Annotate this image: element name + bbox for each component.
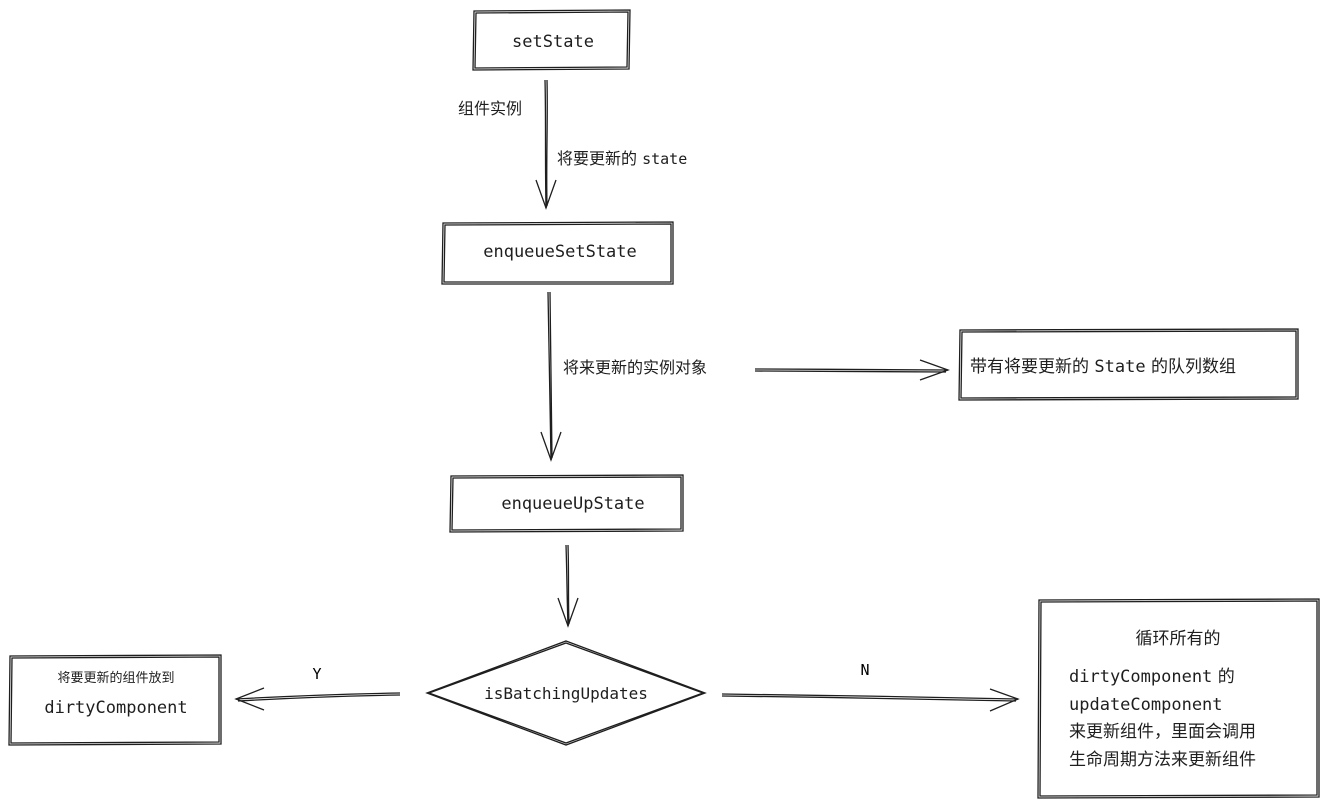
node-update-line2-code: dirtyComponent xyxy=(1069,667,1212,687)
node-update-line3: updateComponent xyxy=(1069,695,1223,715)
node-enqueue-set-state-label: enqueueSetState xyxy=(483,242,637,262)
arrow-enqueue-set-state-to-up-state xyxy=(540,291,562,462)
arrow-no xyxy=(721,688,1020,712)
arrow-set-state-to-enqueue xyxy=(535,79,557,210)
edge-label-instance: 组件实例 xyxy=(458,99,522,118)
node-set-state[interactable]: setState xyxy=(472,9,631,71)
state-queue-prefix: 带有将要更新的 xyxy=(970,357,1094,377)
node-dirty-component-line2: dirtyComponent xyxy=(44,698,187,718)
edge-label-state: 将要更新的 state xyxy=(557,149,687,168)
node-update-line5: 生命周期方法来更新组件 xyxy=(1069,750,1256,770)
node-enqueue-up-state-label: enqueueUpState xyxy=(501,494,644,514)
node-enqueue-up-state[interactable]: enqueueUpState xyxy=(449,474,684,533)
node-is-batching-updates[interactable]: isBatchingUpdates xyxy=(425,640,707,746)
state-queue-code: State xyxy=(1094,357,1145,377)
edge-label-instance-object: 将来更新的实例对象 xyxy=(563,358,707,377)
edge-label-yes: Y xyxy=(312,665,321,683)
node-update-component[interactable]: 循环所有的 dirtyComponent 的 updateComponent 来… xyxy=(1037,598,1320,799)
node-set-state-label: setState xyxy=(512,32,594,52)
arrow-yes xyxy=(234,687,401,711)
node-dirty-component[interactable]: 将要更新的组件放到 dirtyComponent xyxy=(8,654,222,746)
arrow-up-state-to-diamond xyxy=(557,544,579,628)
node-is-batching-updates-label: isBatchingUpdates xyxy=(484,684,648,703)
edge-label-no: N xyxy=(860,661,869,679)
node-update-line2-suffix: 的 xyxy=(1212,667,1234,687)
node-update-line2: dirtyComponent 的 xyxy=(1069,667,1235,687)
node-update-line4: 来更新组件，里面会调用 xyxy=(1069,722,1256,742)
node-state-queue-label: 带有将要更新的 State 的队列数组 xyxy=(970,357,1236,377)
node-state-queue[interactable]: 带有将要更新的 State 的队列数组 xyxy=(958,328,1299,401)
state-queue-suffix: 的队列数组 xyxy=(1146,357,1236,377)
arrow-to-state-queue xyxy=(754,359,950,381)
edge-label-state-code: state xyxy=(642,150,687,168)
node-dirty-component-line1: 将要更新的组件放到 xyxy=(57,670,174,686)
node-update-line1: 循环所有的 xyxy=(1136,629,1221,649)
edge-label-state-prefix: 将要更新的 xyxy=(557,149,642,168)
node-enqueue-set-state[interactable]: enqueueSetState xyxy=(441,221,674,285)
